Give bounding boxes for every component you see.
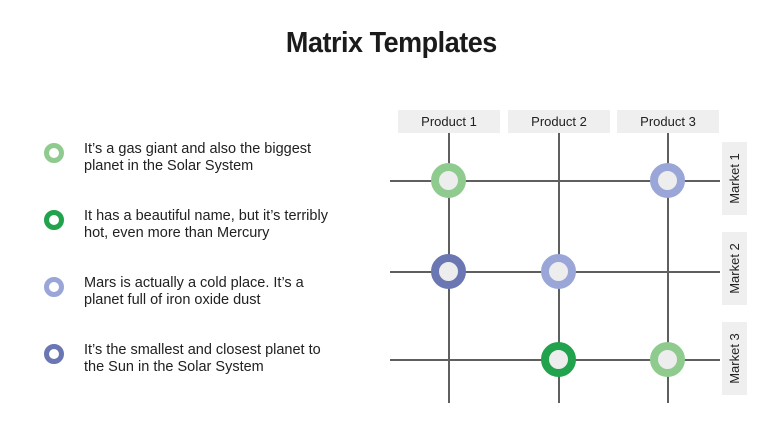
matrix-row-label: Market 1 — [727, 153, 743, 204]
matrix-dot-market3-product2 — [541, 342, 576, 377]
matrix-dot-market2-product2 — [541, 254, 576, 289]
list-item: It’s the smallest and closest planet to … — [44, 342, 354, 376]
list-item-line: It’s the smallest and closest planet to — [84, 342, 321, 358]
grid-vertical-line-product-3 — [667, 133, 669, 403]
matrix-row-header-market-1: Market 1 — [722, 142, 747, 215]
list-item-line: planet in the Solar System — [84, 158, 254, 174]
list-item-line: Mars is actually a cold place. It’s a — [84, 275, 304, 291]
ring-icon — [44, 344, 64, 364]
matrix-dot-market2-product1 — [431, 254, 466, 289]
matrix-dot-market3-product3 — [650, 342, 685, 377]
list-item-line: It has a beautiful name, but it’s terrib… — [84, 208, 328, 224]
ring-icon — [44, 210, 64, 230]
matrix-dot-market1-product3 — [650, 163, 685, 198]
matrix-row-header-market-2: Market 2 — [722, 232, 747, 305]
list-item-line: planet full of iron oxide dust — [84, 292, 261, 308]
list-item-text: It’s a gas giant and also the biggest pl… — [84, 141, 311, 175]
matrix-row-label: Market 2 — [727, 243, 743, 294]
matrix-row-label: Market 3 — [727, 333, 743, 384]
list-item-line: the Sun in the Solar System — [84, 359, 264, 375]
list-item: It has a beautiful name, but it’s terrib… — [44, 208, 354, 242]
matrix-column-header-product-2: Product 2 — [508, 110, 610, 133]
list-item-line: hot, even more than Mercury — [84, 225, 270, 241]
matrix-column-header-product-3: Product 3 — [617, 110, 719, 133]
list-item: It’s a gas giant and also the biggest pl… — [44, 141, 354, 175]
grid-horizontal-line-market-1 — [390, 180, 720, 182]
matrix-column-header-product-1: Product 1 — [398, 110, 500, 133]
list-item-text: It’s the smallest and closest planet to … — [84, 342, 321, 376]
ring-icon — [44, 143, 64, 163]
title-bar: Matrix Templates — [0, 27, 783, 60]
page-title: Matrix Templates — [286, 27, 497, 59]
list-item-line: It’s a gas giant and also the biggest — [84, 141, 312, 157]
ring-icon — [44, 277, 64, 297]
matrix-row-header-market-3: Market 3 — [722, 322, 747, 395]
matrix-dot-market1-product1 — [431, 163, 466, 198]
bullet-list: It’s a gas giant and also the biggest pl… — [44, 141, 354, 409]
list-item-text: It has a beautiful name, but it’s terrib… — [84, 208, 328, 242]
list-item-text: Mars is actually a cold place. It’s a pl… — [84, 275, 304, 309]
list-item: Mars is actually a cold place. It’s a pl… — [44, 275, 354, 309]
